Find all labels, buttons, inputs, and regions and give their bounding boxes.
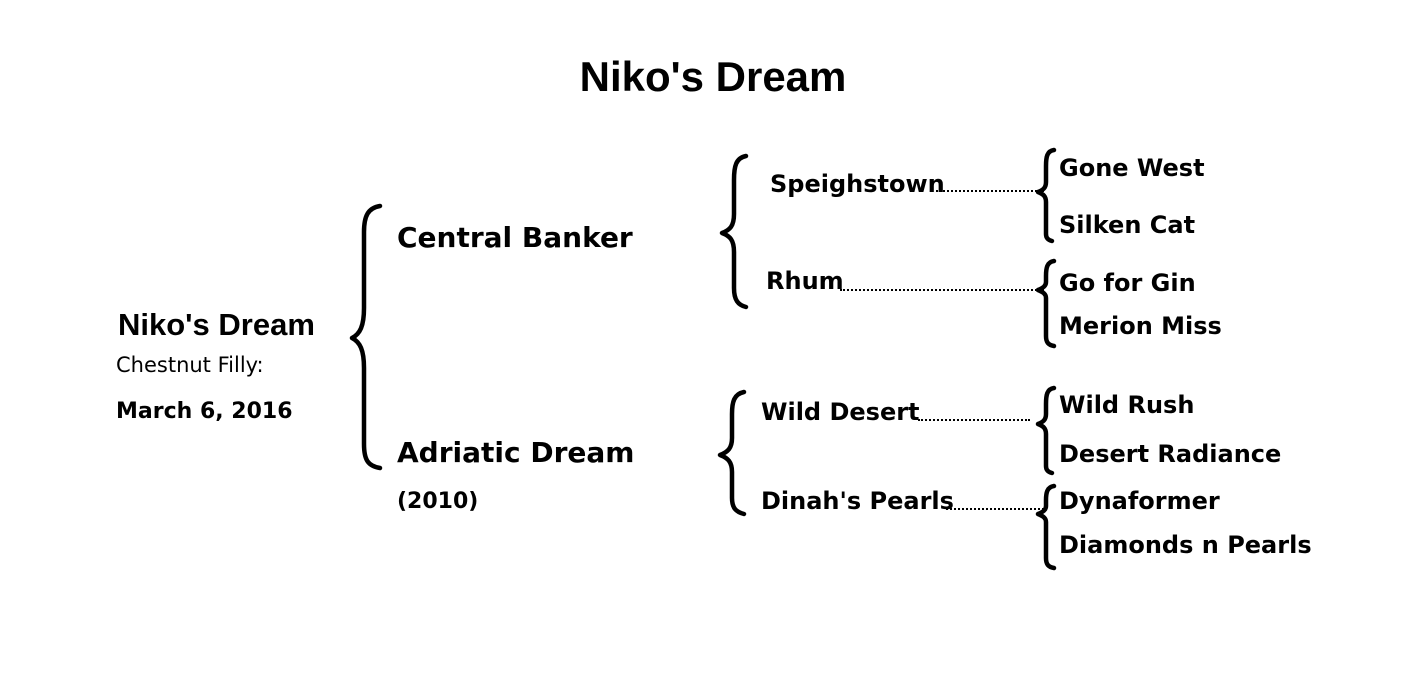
subject-description: Chestnut Filly: (116, 353, 264, 377)
dam-year: (2010) (397, 489, 479, 514)
dotted-leader (918, 419, 1030, 421)
sire-dam-dam-name: Merion Miss (1059, 312, 1222, 340)
dam-dam-name: Dinah's Pearls (761, 487, 954, 515)
sire-dam-sire-name: Go for Gin (1059, 269, 1196, 297)
sire-dam-name: Rhum (766, 267, 844, 295)
dam-sire-sire-name: Wild Rush (1059, 391, 1195, 419)
sire-sire-sire-name: Gone West (1059, 154, 1205, 182)
left-brace (349, 203, 383, 471)
dam-sire-dam-name: Desert Radiance (1059, 440, 1282, 468)
page-title: Niko's Dream (579, 53, 847, 100)
dam-dam-sire-name: Dynaformer (1059, 487, 1220, 515)
left-brace (1035, 385, 1057, 476)
sire-sire-dam-name: Silken Cat (1059, 211, 1196, 239)
sire-sire-name: Speighstown (770, 170, 945, 198)
left-brace (1035, 258, 1057, 349)
dam-name: Adriatic Dream (397, 436, 635, 469)
subject-foaled-date: March 6, 2016 (116, 399, 293, 424)
left-brace (1035, 483, 1057, 571)
sire-name: Central Banker (397, 221, 633, 254)
dam-sire-name: Wild Desert (761, 398, 920, 426)
left-brace (717, 389, 747, 517)
left-brace (719, 153, 749, 310)
dotted-leader (840, 289, 1044, 291)
dotted-leader (946, 508, 1044, 510)
dotted-leader (936, 190, 1044, 192)
dam-dam-dam-name: Diamonds n Pearls (1059, 531, 1312, 559)
left-brace (1035, 147, 1057, 244)
subject-name: Niko's Dream (118, 307, 315, 342)
